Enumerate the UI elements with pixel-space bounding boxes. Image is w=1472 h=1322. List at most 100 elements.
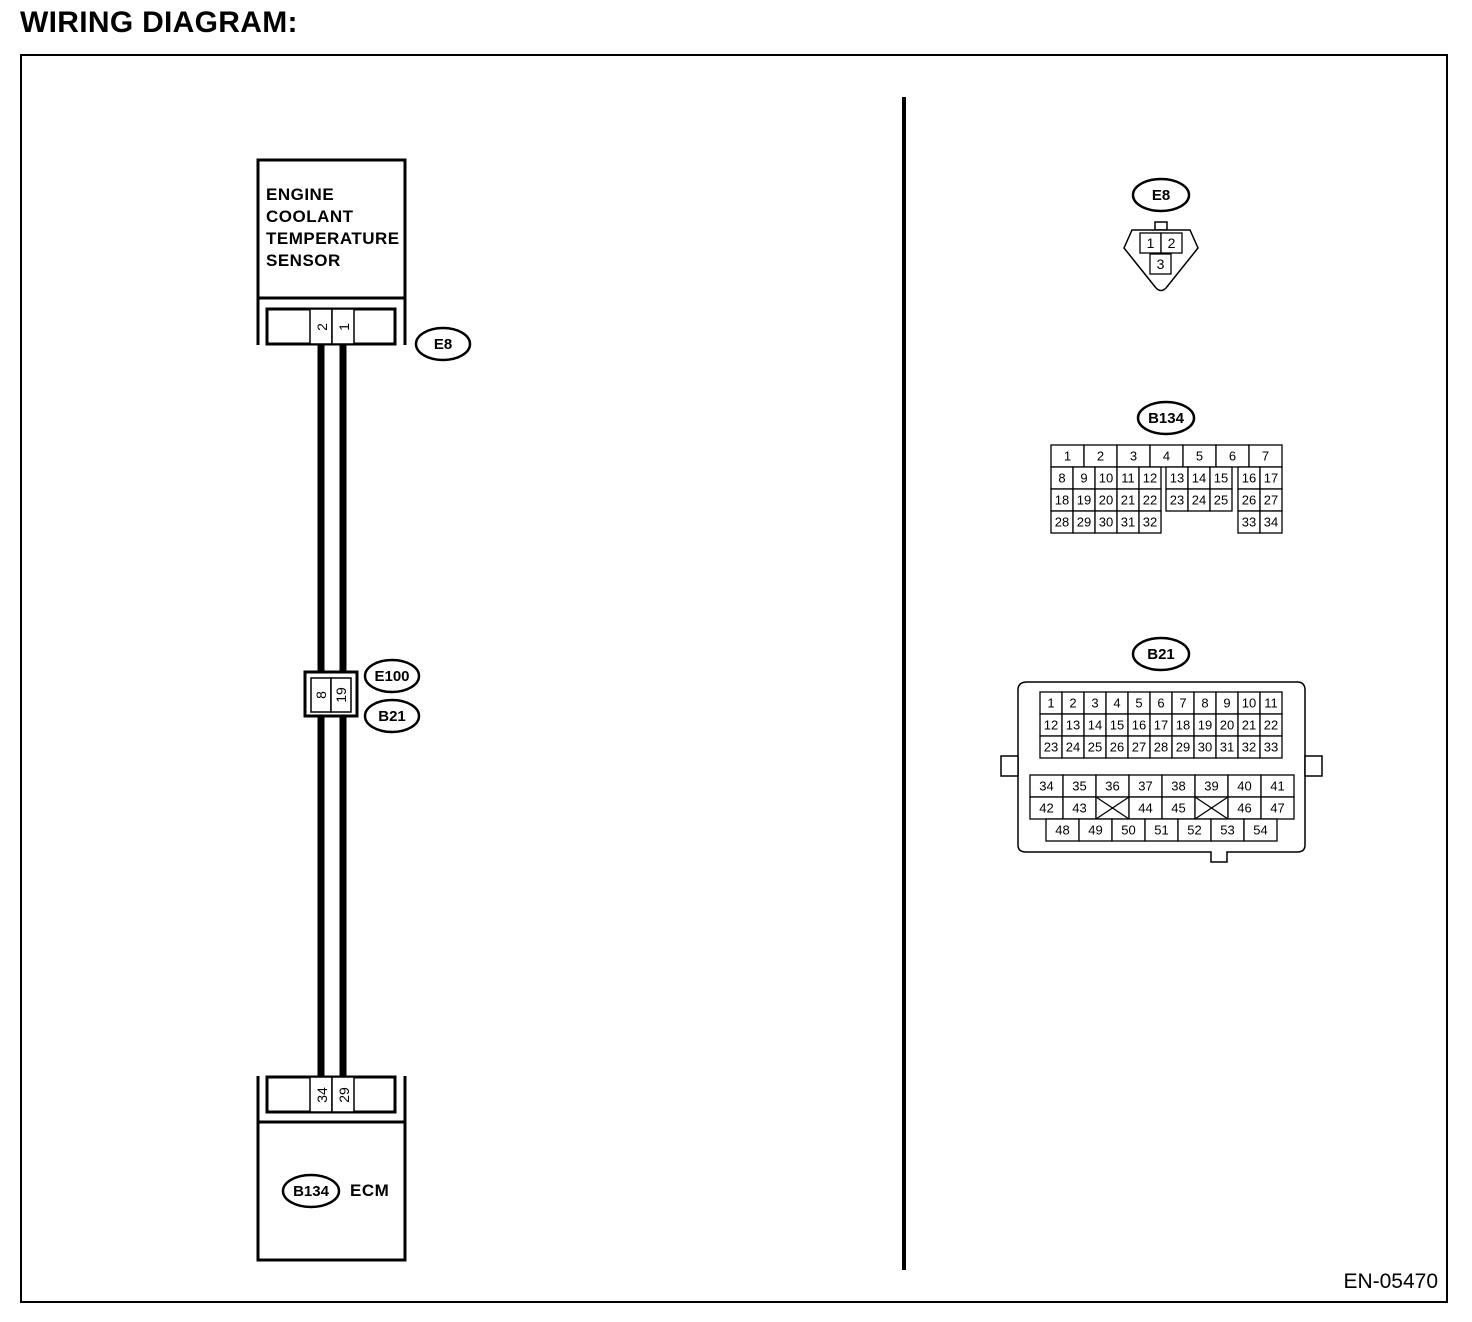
b134-pin-23: 23 [1170,493,1184,508]
b134-pin-25: 25 [1214,493,1228,508]
b21-pin-49: 49 [1088,823,1102,838]
b134-pin-28: 28 [1055,515,1069,530]
b21-pin-54: 54 [1253,823,1267,838]
b134-pin-34: 34 [1264,515,1278,530]
b21-pin-50: 50 [1121,823,1135,838]
sensor-name-line-4: SENSOR [266,251,341,270]
b21-pin-47: 47 [1270,801,1284,816]
b134-pin-15: 15 [1214,471,1228,486]
b134-view-tag [1136,400,1196,436]
joint-tag-b21 [363,698,421,734]
b21-pin-14: 14 [1088,718,1102,733]
joint-pin-19: 19 [333,687,349,703]
b21-pin-3: 3 [1091,696,1098,711]
b21-pin-29: 29 [1176,740,1190,755]
b134-pin-24: 24 [1192,493,1206,508]
b21-pin-24: 24 [1066,740,1080,755]
e8-pin-3: 3 [1157,256,1165,272]
ecm-pin-cell-29 [331,1076,355,1113]
b21-pin-22: 22 [1264,718,1278,733]
b21-pin-13: 13 [1066,718,1080,733]
b134-pin-30: 30 [1099,515,1113,530]
b21-pin-39: 39 [1204,779,1218,794]
b134-pin-29: 29 [1077,515,1091,530]
b21-pin-52: 52 [1187,823,1201,838]
sensor-pin-cell-1 [331,308,355,345]
b21-pin-12: 12 [1044,718,1058,733]
b134-pin-26: 26 [1242,493,1256,508]
b21-pin-16: 16 [1132,718,1146,733]
b21-pin-51: 51 [1154,823,1168,838]
b21-pin-5: 5 [1135,696,1142,711]
b21-pin-33-cell [1259,735,1283,759]
b21-pin-37: 37 [1138,779,1152,794]
page-title: WIRING DIAGRAM: [20,6,298,39]
b134-pin-13: 13 [1170,471,1184,486]
b21-pin-18: 18 [1176,718,1190,733]
b21-pin-48: 48 [1055,823,1069,838]
b134-pin-9: 9 [1080,471,1087,486]
sensor-connector-label: E8 [434,336,452,353]
b134-pin-20: 20 [1099,493,1113,508]
ecm-pin-34: 34 [314,1087,330,1103]
circuit-schematic: ENGINE COOLANT TEMPERATURE SENSOR 2 1 E8… [256,158,472,1262]
b21-pin-2: 2 [1069,696,1076,711]
b21-pin-17: 17 [1154,718,1168,733]
joint-pin-cell-19 [330,677,352,713]
b134-pin-32: 32 [1143,515,1157,530]
joint-label-e100: E100 [374,668,409,685]
b134-pin-10: 10 [1099,471,1113,486]
b134-pin-11: 11 [1121,471,1135,486]
b21-pin-4: 4 [1113,696,1120,711]
b134-pin-33: 33 [1242,515,1256,530]
e8-pin-2: 2 [1168,235,1176,251]
b21-pin-26: 26 [1110,740,1124,755]
b21-pin-45: 45 [1171,801,1185,816]
b21-pin-34: 34 [1039,779,1053,794]
e8-pin-2-cell [1160,232,1183,254]
sensor-name-line-3: TEMPERATURE [266,229,400,248]
b21-pin-31: 31 [1220,740,1234,755]
b21-pin-1: 1 [1047,696,1054,711]
e8-pin-1: 1 [1147,235,1155,251]
b21-pin-9: 9 [1223,696,1230,711]
b134-pin-2: 2 [1097,449,1104,464]
sensor-pin-2: 2 [314,323,330,331]
b21-pin-10: 10 [1242,696,1256,711]
b21-pin-54-cell [1243,818,1278,842]
b134-pin-12: 12 [1143,471,1157,486]
panel-divider [902,97,906,1270]
b134-pin-8: 8 [1058,471,1065,486]
b134-pin-19: 19 [1077,493,1091,508]
b134-pin-6: 6 [1229,449,1236,464]
b134-pin-7: 7 [1262,449,1269,464]
ecm-connector-tag [281,1173,341,1209]
b21-pin-7: 7 [1179,696,1186,711]
b21-pin-27: 27 [1132,740,1146,755]
b134-pin-1: 1 [1064,449,1071,464]
diagram-frame [20,54,1448,1303]
b134-pin-18: 18 [1055,493,1069,508]
figure-code: EN-05470 [1343,1270,1438,1293]
b21-pin-43: 43 [1072,801,1086,816]
b134-pin-21: 21 [1121,493,1135,508]
e8-view-label: E8 [1152,187,1170,204]
joint-label-b21: B21 [378,708,406,725]
b21-pin-41: 41 [1270,779,1284,794]
b134-pin-34-cell [1259,510,1283,534]
b21-pin-42: 42 [1039,801,1053,816]
joint-pin-8: 8 [313,691,329,699]
b134-pin-17: 17 [1264,471,1278,486]
b21-pin-21: 21 [1242,718,1256,733]
b134-pin-5: 5 [1196,449,1203,464]
b21-pin-23: 23 [1044,740,1058,755]
b21-pin-25: 25 [1088,740,1102,755]
b134-pin-14: 14 [1192,471,1206,486]
ecm-name: ECM [350,1181,389,1200]
b21-pin-38: 38 [1171,779,1185,794]
b21-pin-53: 53 [1220,823,1234,838]
b21-pin-32: 32 [1242,740,1256,755]
b21-view-tag [1131,636,1191,672]
